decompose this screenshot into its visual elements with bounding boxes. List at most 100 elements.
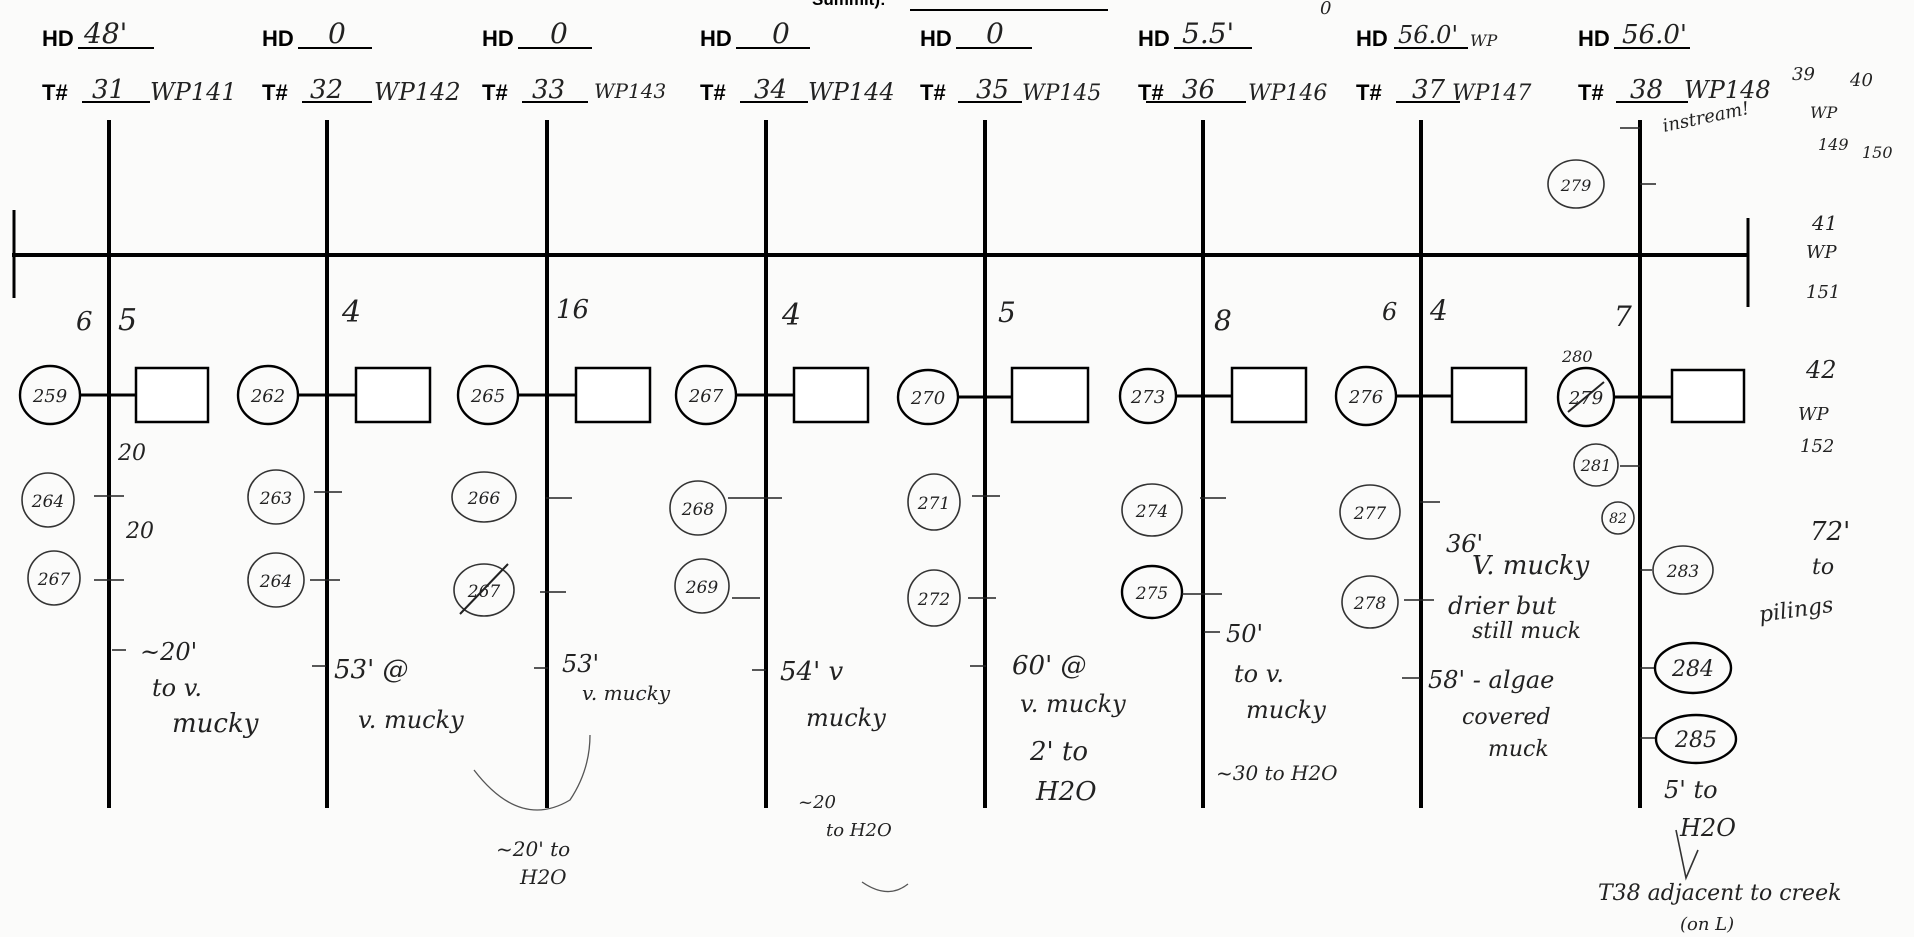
count-left: 6: [1382, 298, 1397, 326]
sample-number: 272: [917, 590, 950, 610]
sample-number: 275: [1135, 584, 1168, 604]
note: 2' to: [1029, 737, 1088, 767]
sample-circle: [27, 550, 81, 606]
check-mark: [1675, 829, 1699, 881]
note: 36': [1446, 530, 1483, 558]
data-box: [792, 366, 870, 424]
sample-circle: [1652, 545, 1714, 595]
sample-number: 285: [1674, 728, 1717, 753]
t-label: T#: [482, 80, 508, 105]
note: mucky: [806, 704, 886, 732]
sample-circle: [1654, 713, 1738, 765]
note: 60' @: [1012, 651, 1087, 681]
note: to v.: [1234, 660, 1284, 688]
plot-number: 276: [1348, 387, 1383, 408]
count: 7: [1614, 300, 1632, 333]
count: 4: [1429, 294, 1448, 327]
note: ~20' to: [496, 837, 570, 861]
sample-number: 82: [1609, 511, 1627, 527]
sample-number: 267: [37, 570, 71, 590]
sample-number: 278: [1353, 594, 1387, 614]
header-fragment: Summit):: [812, 0, 886, 9]
waypoint: WP148: [1684, 76, 1771, 104]
sample-circle: [1339, 484, 1401, 540]
margin-note: 41: [1811, 211, 1837, 235]
margin-note: 40: [1849, 70, 1873, 91]
sample-number: 274: [1135, 502, 1168, 522]
sample-circle: [669, 480, 727, 536]
sample-circle: [674, 558, 730, 614]
margin-note: 152: [1800, 436, 1834, 457]
data-box: [1230, 366, 1308, 424]
note: mucky: [1246, 696, 1326, 724]
hd-value: 0: [772, 17, 790, 50]
transect-31: HD 48' T# 31 WP141 6 5 259 264 267 20 20…: [18, 17, 259, 808]
note: 20: [117, 441, 146, 466]
note: 50': [1226, 620, 1263, 648]
sample-circle: [1653, 641, 1733, 695]
hd-label: HD: [262, 26, 294, 51]
note-arrow: [473, 734, 591, 811]
sample-circle: [453, 563, 515, 617]
transect-32: HD 0 T# 32 WP142 4 262 263 264 53' @ v. …: [236, 17, 464, 808]
sample-circle: [1341, 575, 1399, 629]
note: 58' - algae: [1428, 666, 1554, 694]
note: drier but: [1448, 592, 1557, 620]
waypoint: WP146: [1248, 81, 1327, 106]
note: T38 adjacent to creek: [1598, 881, 1841, 906]
hd-value: 0: [986, 17, 1004, 50]
note: H2O: [519, 865, 567, 889]
sample-circle: [1573, 443, 1619, 487]
t-label: T#: [42, 80, 68, 105]
t-label: T#: [262, 80, 288, 105]
note: 53': [562, 650, 599, 678]
hd-label: HD: [1356, 26, 1388, 51]
sample-number: 279: [1560, 176, 1592, 195]
hd-value: 48': [83, 17, 127, 50]
waypoint: WP147: [1452, 81, 1531, 106]
margin-note: 42: [1805, 356, 1837, 384]
t-number: 35: [976, 75, 1009, 105]
transect-38: HD 56.0' T# 38 WP148 279 7 280 279 281 8…: [1547, 20, 1841, 935]
hd-correction: 0: [1320, 0, 1331, 19]
sample-circle: [247, 552, 305, 608]
note: v. mucky: [582, 681, 671, 705]
hd-value: 0: [328, 17, 346, 50]
waypoint: WP144: [808, 78, 895, 106]
t-number: 38: [1630, 75, 1663, 105]
plot-number: 270: [910, 388, 945, 409]
t-number: 32: [310, 75, 343, 105]
plot-number: 267: [688, 386, 724, 407]
sample-circle: [907, 569, 961, 627]
waypoint: WP141: [150, 78, 237, 106]
sample-circle: [907, 473, 961, 531]
margin-note: 72': [1810, 517, 1850, 547]
note: V. mucky: [1472, 551, 1589, 581]
data-box: [1670, 368, 1746, 424]
t-number: 37: [1412, 75, 1446, 105]
t-number: 36: [1182, 75, 1215, 105]
plot-number: 262: [250, 386, 285, 407]
count: 8: [1214, 304, 1232, 337]
sample-circle: [451, 471, 517, 523]
note: (on L): [1680, 914, 1734, 935]
count-left: 6: [76, 307, 93, 337]
note: still muck: [1472, 619, 1581, 644]
transect-34: HD 0 T# 34 WP144 4 267 268 269 54' v muc…: [669, 17, 909, 893]
sample-circle: [1120, 564, 1184, 620]
sample-circle: [1547, 159, 1605, 209]
sample-circle: [1601, 501, 1635, 535]
data-box: [1450, 366, 1528, 424]
note: muck: [1488, 737, 1549, 762]
margin-note: 39: [1792, 64, 1815, 85]
sample-number: 264: [31, 492, 64, 512]
count: 5: [118, 303, 137, 338]
transect-35: HD 0 T# 35 WP145 5 270 271 272 60' @ v. …: [896, 17, 1126, 808]
note: ~30 to H2O: [1216, 761, 1338, 785]
count: 4: [781, 298, 801, 333]
data-box: [134, 366, 210, 424]
count: 16: [556, 295, 589, 325]
strikeout-mark: [459, 563, 509, 615]
t-label: T#: [1578, 80, 1604, 105]
t-number: 31: [92, 75, 125, 105]
